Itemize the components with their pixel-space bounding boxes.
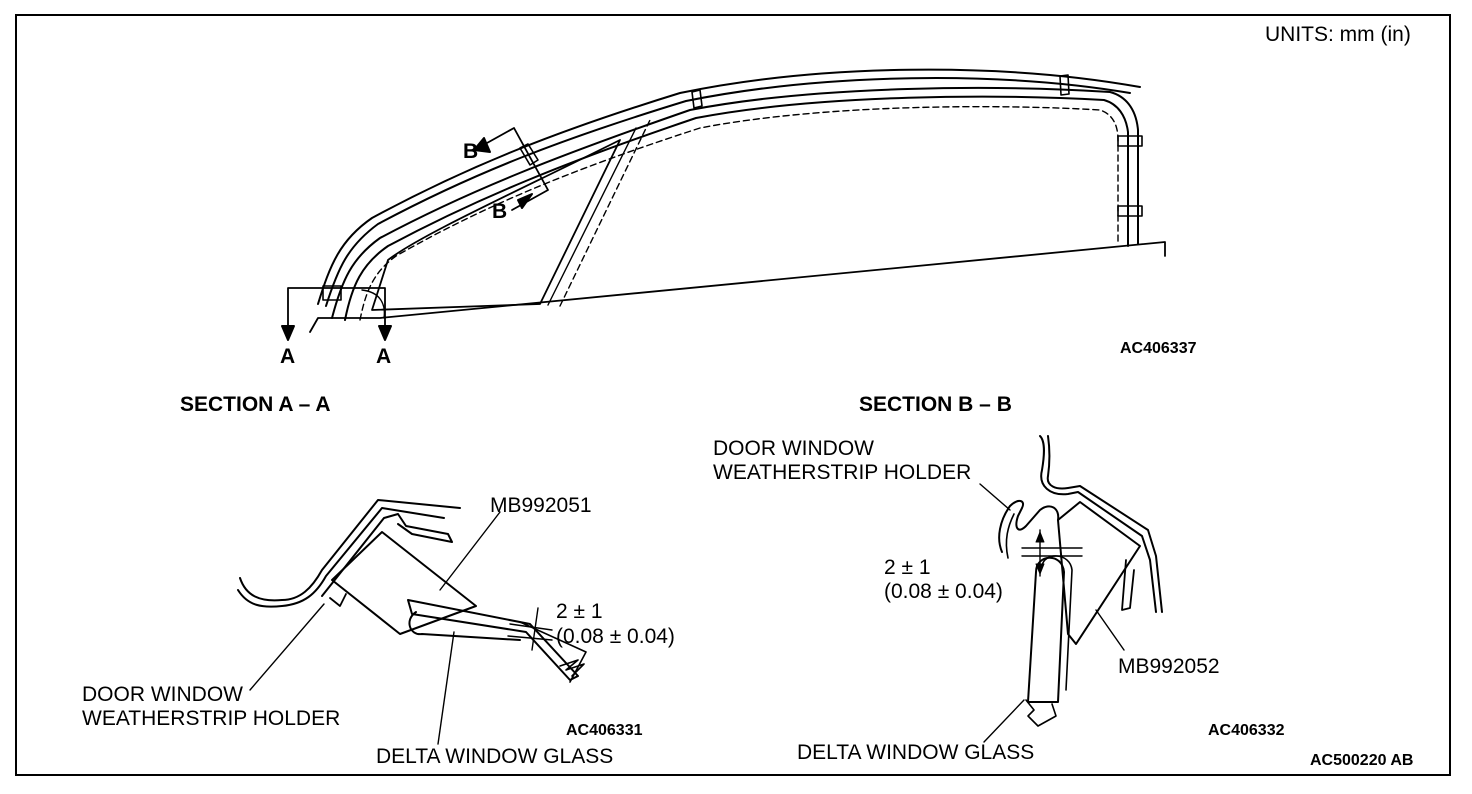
section-b-marker-top: B — [463, 140, 479, 163]
section-a-dimension-mm: 2 ± 1 — [556, 600, 603, 623]
section-b-holder-label-line2: WEATHERSTRIP HOLDER — [713, 461, 972, 484]
section-b-dimension-mm: 2 ± 1 — [884, 556, 931, 579]
section-b-illustration — [979, 435, 1163, 743]
section-a-dimension-in: (0.08 ± 0.04) — [556, 625, 675, 648]
section-a-title: SECTION A – A — [180, 393, 331, 416]
section-a-glass-label: DELTA WINDOW GLASS — [376, 745, 614, 768]
section-a-holder-label-line1: DOOR WINDOW — [82, 683, 243, 706]
section-a-marker-right: A — [376, 345, 392, 368]
section-a-illustration — [237, 499, 587, 745]
section-b-title: SECTION B – B — [859, 393, 1012, 416]
section-a-code: AC406331 — [566, 722, 643, 739]
section-a-holder-label-line2: WEATHERSTRIP HOLDER — [82, 707, 341, 730]
section-b-dimension-in: (0.08 ± 0.04) — [884, 580, 1003, 603]
section-b-glass-label: DELTA WINDOW GLASS — [797, 741, 1035, 764]
units-label: UNITS: mm (in) — [1265, 23, 1411, 46]
door-frame-illustration — [281, 68, 1166, 341]
section-b-code: AC406332 — [1208, 722, 1285, 739]
figure-code: AC500220 AB — [1310, 752, 1414, 769]
section-a-marker-left: A — [280, 345, 296, 368]
figure-frame — [15, 14, 1451, 776]
section-a-tool-label: MB992051 — [490, 494, 592, 517]
section-b-tool-label: MB992052 — [1118, 655, 1220, 678]
section-b-holder-label-line1: DOOR WINDOW — [713, 437, 874, 460]
top-view-code: AC406337 — [1120, 340, 1197, 357]
section-b-marker-bottom: B — [492, 200, 508, 223]
